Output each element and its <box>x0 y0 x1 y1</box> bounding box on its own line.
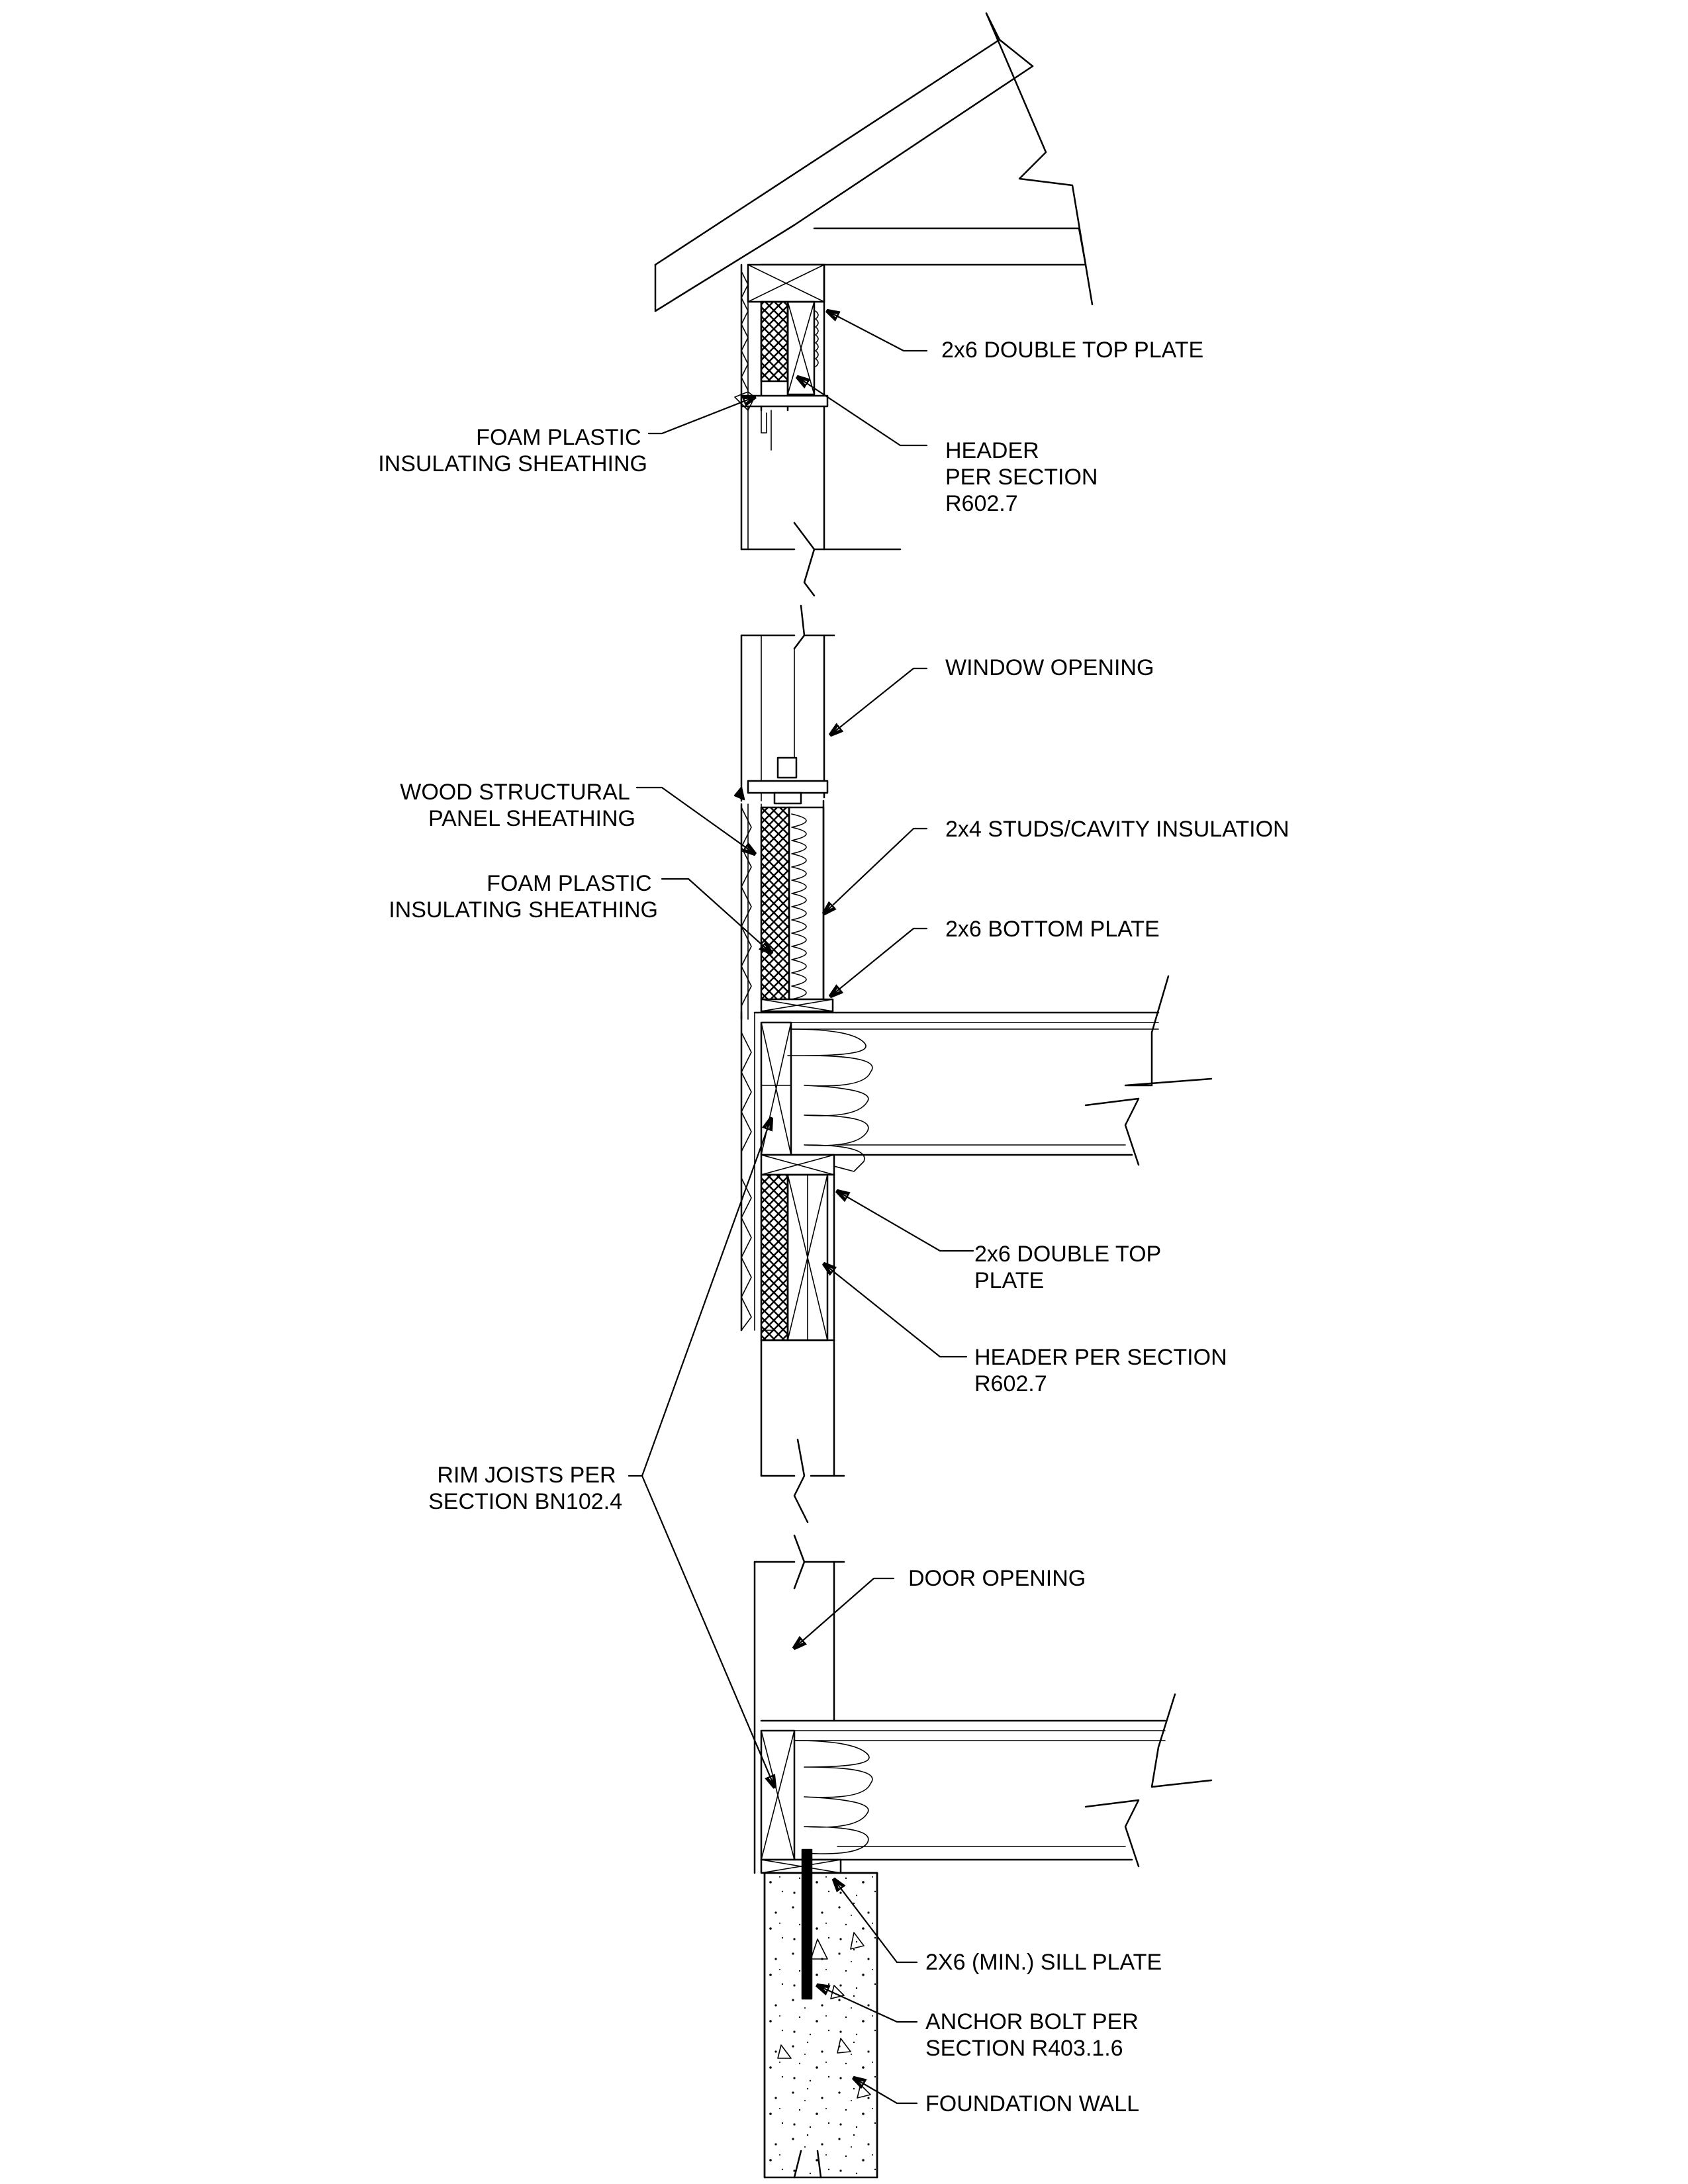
label-foundation-wall: FOUNDATION WALL <box>925 2091 1139 2116</box>
label-bottom-plate: 2x6 BOTTOM PLATE <box>945 917 1160 942</box>
label-sill-plate: 2X6 (MIN.) SILL PLATE <box>925 1950 1162 1975</box>
label-door-opening: DOOR OPENING <box>908 1566 1086 1591</box>
callout-labels: 2x6 DOUBLE TOP PLATE HEADER PER SECTION … <box>378 338 1289 2116</box>
roof-eave-section <box>654 12 1094 597</box>
label-double-top-plate-roof: 2x6 DOUBLE TOP PLATE <box>941 338 1203 363</box>
label-studs-cavity: 2x4 STUDS/CAVITY INSULATION <box>945 817 1289 842</box>
upper-floor-system <box>740 975 1213 1524</box>
window-wall-section <box>733 604 835 1021</box>
label-foam-sheathing-mid: FOAM PLASTIC INSULATING SHEATHING <box>389 871 658 923</box>
label-header-floor: HEADER PER SECTION R602.7 <box>974 1345 1233 1396</box>
label-double-top-plate-floor: 2x6 DOUBLE TOP PLATE <box>974 1242 1167 1293</box>
label-window-opening: WINDOW OPENING <box>945 655 1154 680</box>
door-floor-section <box>753 1534 1213 2179</box>
label-header-roof: HEADER PER SECTION R602.7 <box>945 438 1104 516</box>
label-rim-joists: RIM JOISTS PER SECTION BN102.4 <box>428 1463 622 1514</box>
label-wood-panel-sheathing: WOOD STRUCTURAL PANEL SHEATHING <box>400 780 635 831</box>
label-anchor-bolt: ANCHOR BOLT PER SECTION R403.1.6 <box>925 2009 1145 2061</box>
callout-leaders <box>628 311 974 2105</box>
label-foam-sheathing-top: FOAM PLASTIC INSULATING SHEATHING <box>378 425 647 477</box>
